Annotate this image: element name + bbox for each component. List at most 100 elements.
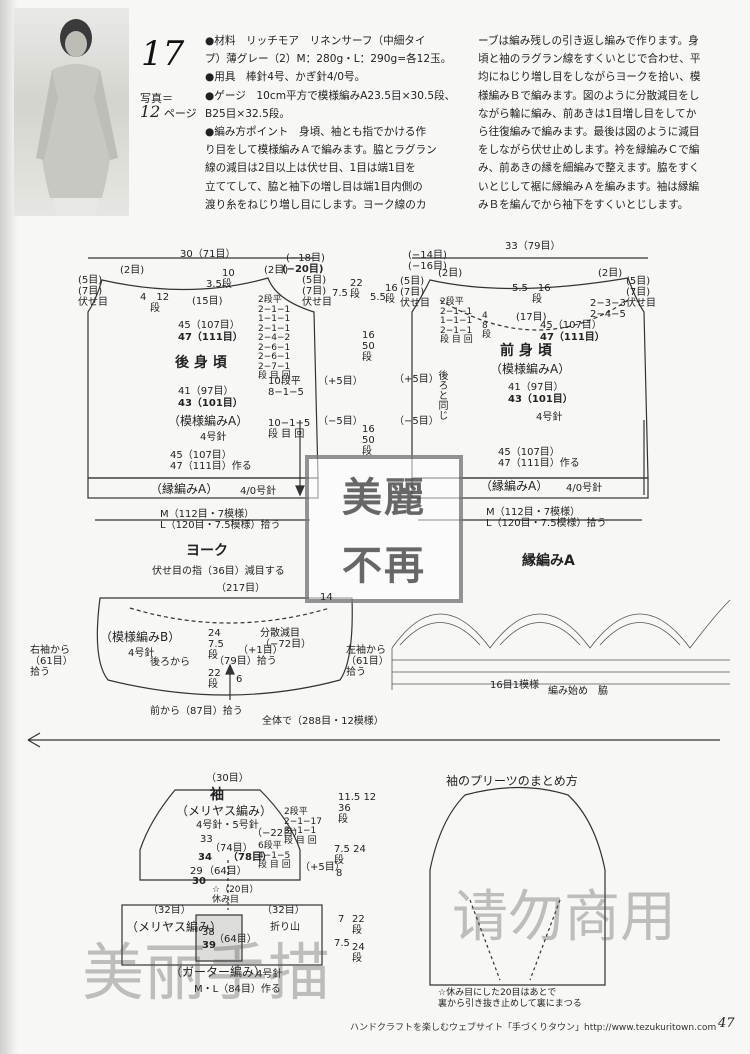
model-photo bbox=[14, 8, 129, 216]
front-pickup: M（112目・7模様） L（120目・7.5模様）拾う bbox=[486, 507, 607, 529]
center-d1: 7.5 bbox=[332, 288, 348, 299]
front-w43: 43（101目） bbox=[508, 394, 573, 405]
photo-reference: 写真＝ 12 ページ bbox=[140, 92, 197, 120]
back-dec-rows: 2段平 2−1−1 1−1−1 2−1−1 2−4−2 2−6−1 2−6−1 … bbox=[258, 295, 291, 381]
book-spine-shadow bbox=[0, 0, 18, 1054]
footer-text: ハンドクラフトを楽しむウェブサイト「手づくりタウン」http://www.tez… bbox=[350, 1023, 717, 1033]
pleat-inner bbox=[469, 899, 561, 981]
back-title: 後 身 頃 bbox=[175, 355, 227, 371]
front-border-needle: 4/0号針 bbox=[566, 483, 603, 494]
pleat-title: 袖のプリーツのまとめ方 bbox=[446, 774, 578, 788]
back-body-outline bbox=[87, 277, 319, 479]
center-d6: 16 50 段 bbox=[362, 424, 375, 457]
sleeve-cuff bbox=[121, 904, 323, 966]
center-d4: 16 段 bbox=[385, 283, 398, 305]
yoke-inner bbox=[129, 607, 331, 624]
front-left-2: (2目) bbox=[438, 268, 463, 279]
sleeve-rest20: ☆（20目） 休み目 bbox=[212, 885, 259, 905]
sleeve-w74: （74目） bbox=[210, 843, 253, 854]
back-side-a: (2目) bbox=[120, 265, 145, 276]
sleeve-bottom: M・L（84目）作る bbox=[194, 984, 281, 995]
sleeve-fold: 折り山 bbox=[270, 922, 300, 933]
pleat-outline bbox=[429, 786, 606, 986]
back-side-minus: （−5目） bbox=[318, 416, 363, 427]
front-w47: 47（111目） bbox=[540, 332, 605, 343]
front-title: 前 身 頃 bbox=[500, 343, 552, 359]
back-side-plus: （+5目） bbox=[318, 376, 363, 387]
watermark-bottom-right: 请勿商用 bbox=[452, 885, 676, 950]
sleeve-mer: （メリヤス編み） bbox=[126, 920, 223, 934]
front-right-shoulder: (5目) (7目) 伏せ目 bbox=[626, 276, 656, 309]
sleeve-top: （30目） bbox=[206, 773, 249, 784]
back-w41: 41（97目） bbox=[178, 386, 234, 397]
back-side-c: 10 bbox=[222, 268, 235, 279]
model-photo-figure bbox=[36, 19, 118, 216]
photo-ref-label: 写真＝ bbox=[140, 92, 173, 105]
sleeve-needle: 4号針・5号針 bbox=[196, 820, 259, 831]
border-a-title: 縁編みA bbox=[522, 553, 575, 569]
yoke-top-note: 伏せ目の指（36目）減目する bbox=[152, 566, 285, 577]
back-right-shoulder: (5目) (7目) 伏せ目 bbox=[302, 275, 332, 308]
border-a-side: 脇 bbox=[598, 686, 608, 697]
yoke-side14: 14 bbox=[320, 592, 333, 603]
sleeve-n64: （64目） bbox=[214, 934, 257, 945]
sleeve-d22: 22 段 bbox=[352, 914, 365, 936]
front-mid-55: 5.5 16 段 bbox=[512, 283, 551, 305]
sleeve-title: 袖 bbox=[210, 787, 224, 803]
back-side-b: 3.5段 bbox=[206, 279, 232, 290]
center-d5: 16 50 段 bbox=[362, 330, 375, 363]
stamp-bottom-text: 不再 bbox=[342, 543, 426, 589]
sleeve-n39: 39 bbox=[202, 940, 216, 951]
back-side-dec: 10−1−5 段 目 回 bbox=[268, 418, 311, 440]
sleeve-left32: （32目） bbox=[148, 905, 191, 916]
yoke-dist-dec: 分散減目 （−72目） bbox=[260, 628, 312, 650]
center-right-label: 後ろと同じ bbox=[436, 370, 447, 420]
front-top-width: 33（79目） bbox=[505, 241, 561, 252]
front-rows-right: 2−3−3 2−4−5 bbox=[590, 298, 626, 320]
front-w41: 41（97目） bbox=[508, 382, 564, 393]
sleeve-center-box bbox=[195, 914, 243, 962]
yoke-height6: 6 bbox=[236, 674, 243, 685]
watermark-stamp: 美麗 不再 bbox=[305, 455, 463, 603]
yoke-width: （217目） bbox=[216, 583, 266, 594]
back-pickup: M（112目・7模様） L（120目・7.5模様）拾う bbox=[160, 509, 281, 531]
description-right: ーブは編み残しの引き返し編みで作ります。身 頃と袖のラグラン線をすくいとじで合わ… bbox=[478, 35, 701, 211]
sleeve-w64: （64目） bbox=[204, 866, 247, 877]
sleeve-w33: 33 bbox=[200, 834, 213, 845]
sleeve-w30: 30 bbox=[192, 876, 206, 887]
yoke-bracket: 24 7.5 段 bbox=[208, 628, 224, 661]
sleeve-dims-top: 11.5 12 36 段 bbox=[338, 792, 377, 825]
sleeve-w34: 34 bbox=[198, 852, 212, 863]
front-top-left: (−14目) (−16目) bbox=[408, 250, 447, 272]
sleeve-inc-rows: 6段平 4−1−5 段 目 回 bbox=[258, 841, 291, 870]
front-pattern: （模様編みA） bbox=[490, 362, 571, 376]
back-side-flat: 10段平 8−1−5 bbox=[268, 376, 304, 398]
back-w45: 45（107目） bbox=[178, 320, 240, 331]
sleeve-pattern: （メリヤス編み） bbox=[176, 804, 273, 818]
yoke-total: 全体で（288目・12模様） bbox=[262, 716, 384, 727]
sleeve-plus5: （+5目） bbox=[300, 862, 345, 873]
sleeve-d24: 24 段 bbox=[352, 942, 365, 964]
description-left: ●材料 リッチモア リネンサーフ（中細タイ プ）薄グレー（2）M：280g・L：… bbox=[205, 35, 456, 211]
back-pattern: （模様編みA） bbox=[168, 414, 249, 428]
yoke-pattern: （模様編みB） bbox=[100, 630, 181, 644]
front-left-shoulder: (5目) (7目) 伏せ目 bbox=[400, 276, 430, 309]
yoke-title: ヨーク bbox=[186, 543, 228, 559]
front-needle: 4号針 bbox=[536, 412, 563, 423]
center-d3: 5.5 bbox=[370, 292, 386, 303]
front-rows-left: 2段平 2−1−1 1−1−1 2−1−1 段 目 回 bbox=[440, 297, 473, 345]
back-right-a: (2目) bbox=[264, 265, 289, 276]
back-w47: 47（111目） bbox=[178, 332, 243, 343]
yoke-right-side: 左袖から （61目） 拾う bbox=[346, 645, 389, 678]
page-number: 47 bbox=[718, 1016, 735, 1031]
front-minus: （−5目） bbox=[394, 416, 439, 427]
sleeve-w78: （78目） bbox=[228, 852, 272, 863]
yoke-needle: 4号針 bbox=[128, 648, 155, 659]
back-border-label: （縁編みA） bbox=[150, 482, 219, 496]
sleeve-right-rows: 2段平 2−1−17 3−1−1 段 目 回 bbox=[284, 807, 322, 846]
front-body-outline bbox=[411, 277, 649, 479]
yoke-back-pickup: 後ろから bbox=[150, 657, 190, 668]
front-rows-4-8: 4 8 段 bbox=[482, 311, 492, 340]
watermark-bottom-left: 美丽手描 bbox=[82, 936, 331, 1009]
